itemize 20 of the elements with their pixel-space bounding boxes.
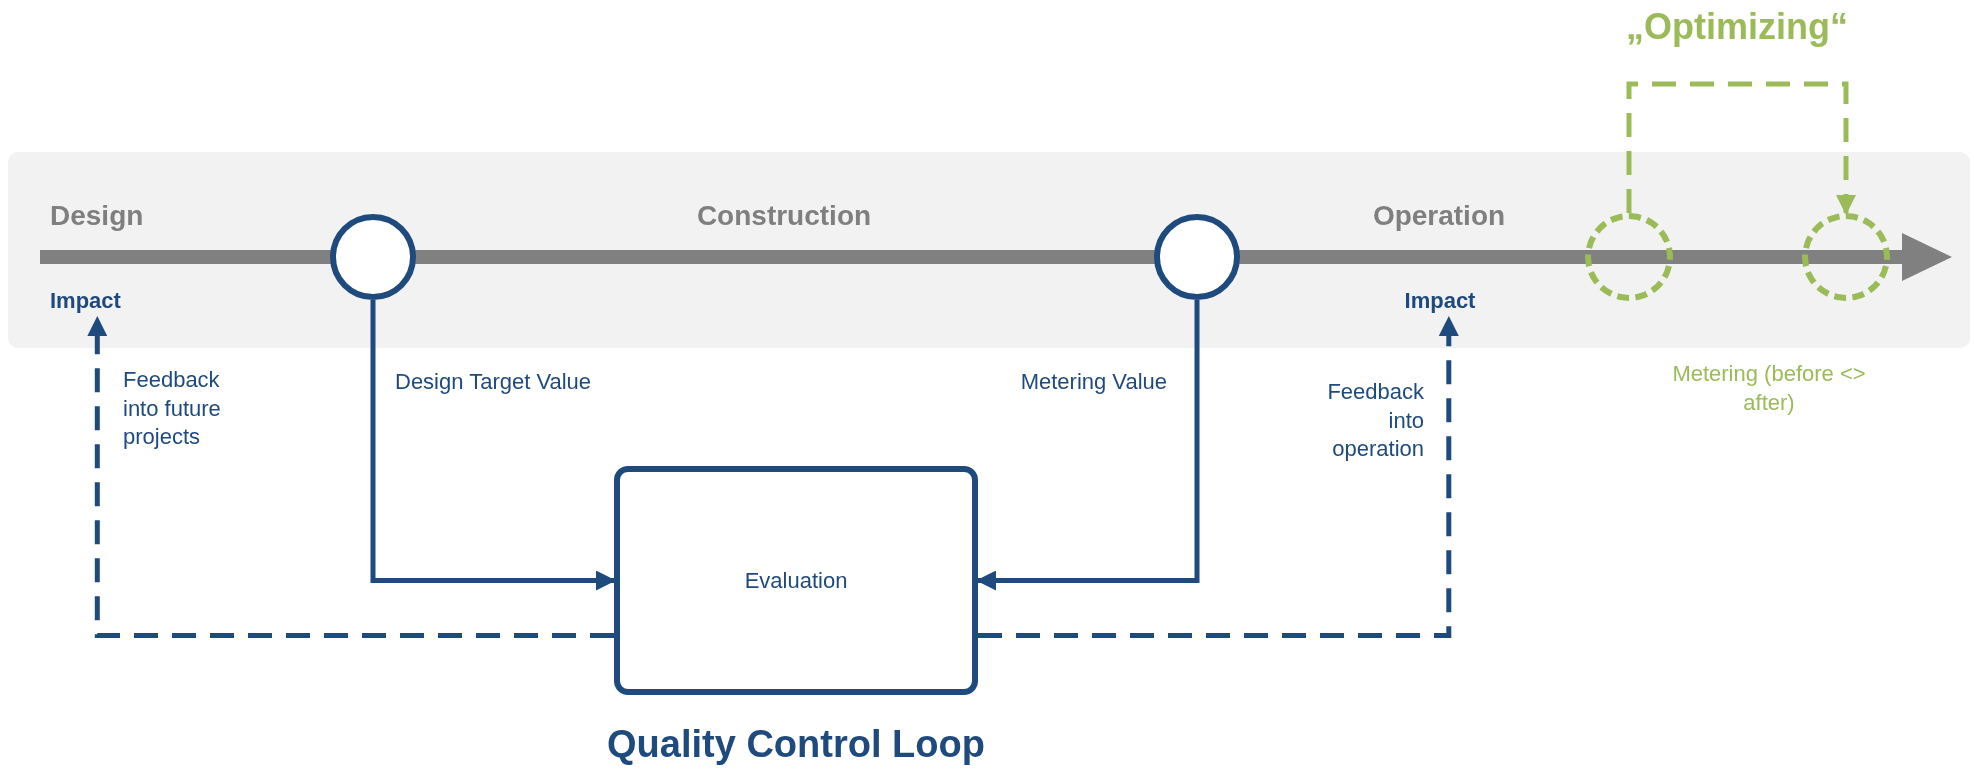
edge-label: Feedback into future projects	[123, 366, 222, 452]
edge-label: Design Target Value	[395, 368, 593, 396]
edge-label: Feedback into operation	[1326, 378, 1424, 464]
metering-circle	[1802, 213, 1890, 301]
phase-label: Operation	[1371, 199, 1507, 233]
metering-circle	[1585, 213, 1673, 301]
impact-label: Impact	[50, 284, 160, 318]
process-box: Evaluation	[614, 466, 978, 695]
arrow	[976, 300, 1200, 591]
edge-label: Metering Value	[1019, 368, 1167, 396]
arrow	[978, 316, 1459, 638]
arrow	[87, 316, 614, 638]
phase-label: Construction	[695, 199, 873, 233]
edge-label: „Optimizing“	[1625, 5, 1849, 49]
arrow	[1626, 81, 1856, 215]
caption: Quality Control Loop	[606, 724, 986, 766]
phase-label: Design	[50, 199, 145, 233]
impact-label: Impact	[1385, 284, 1495, 318]
arrow	[370, 300, 616, 591]
metering-note: Metering (before <> after)	[1671, 360, 1867, 417]
